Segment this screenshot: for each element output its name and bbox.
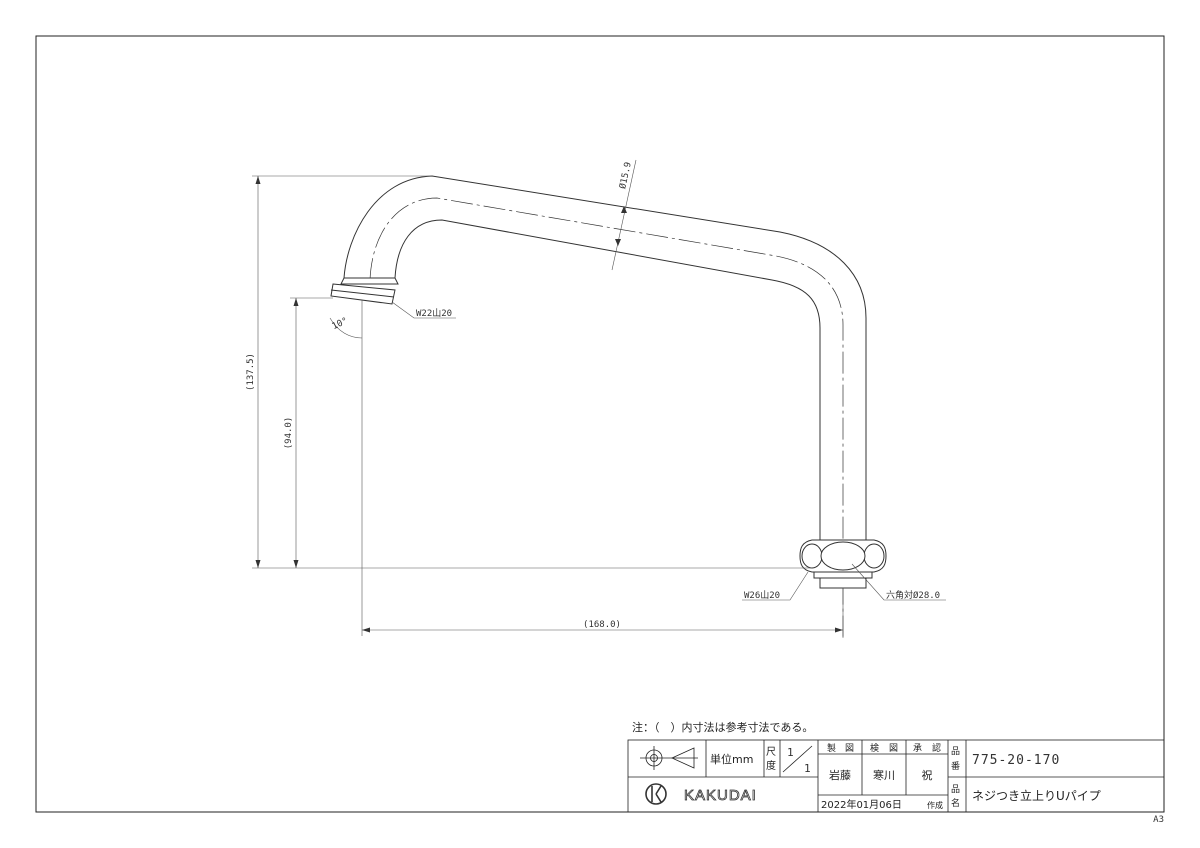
name-made: 岩藤 [829,768,851,782]
sheet-size: A3 [1153,815,1164,825]
inlet-nut [799,539,887,589]
scale-numerator: 1 [787,746,794,759]
reference-note: 注：（ ）内寸法は参考寸法である。 [632,720,813,734]
pipe-centerline [369,197,844,640]
role-approve-1: 承 [913,743,922,754]
dim-inlet-thread: W26山20 [744,590,780,601]
scale-label-1: 尺 [766,746,776,758]
dim-height-total: (137.5) [246,353,256,391]
part-name: ネジつき立上りUパイプ [972,788,1101,803]
part-name-label-2: 名 [951,797,960,809]
pipe-outer-contour [343,175,867,540]
role-check-1: 検 [870,742,879,754]
logo-wordmark: KAKUDAI [684,787,757,804]
unit-label: 単位mm [710,752,753,766]
part-number: 775-20-170 [972,753,1060,768]
name-check: 寒川 [873,768,895,782]
role-check-2: 図 [889,743,898,754]
dim-outlet-thread: W22山20 [416,308,452,319]
dimension-lines [252,159,946,636]
u-pipe [343,175,867,640]
dim-angle: 10° [331,316,350,332]
dim-hex-size: 六角対Ø28.0 [886,589,940,601]
part-no-label-1: 品 [951,746,960,757]
dim-pipe-diameter: Ø15.9 [617,161,633,190]
kakudai-logo-icon: KAKUDAI [645,783,757,805]
scale-label-2: 度 [766,759,776,772]
created-label: 作成 [927,800,943,810]
scale-denominator: 1 [804,762,811,775]
pipe-inner-contour [394,219,821,540]
sheet-border [35,35,1165,813]
dimension-arrows [255,176,843,633]
date-created: 2022年01月06日 [821,798,902,811]
dim-width-total: (168.0) [583,620,621,630]
outlet-nozzle [330,277,399,305]
part-no-label-2: 番 [951,760,960,772]
projection-symbol-icon [640,746,698,770]
name-approve: 祝 [922,768,933,782]
part-name-label-1: 品 [951,784,960,795]
dim-height-outlet: (94.0) [284,417,294,450]
role-made-2: 図 [845,743,854,754]
role-approve-2: 認 [932,742,941,754]
title-block [627,739,1165,813]
role-made-1: 製 [827,742,836,754]
